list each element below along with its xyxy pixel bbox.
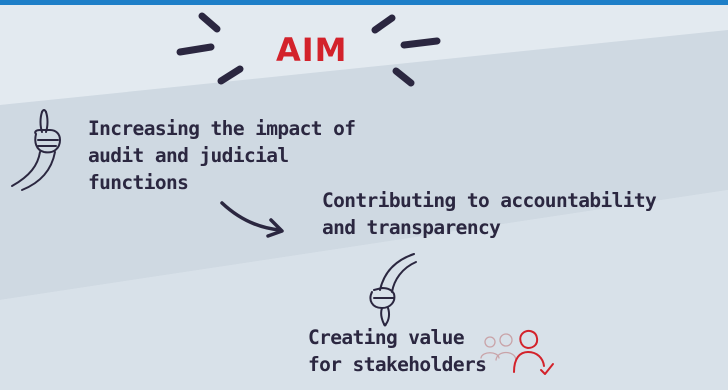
step-1-line-1: Increasing the impact of (88, 117, 356, 140)
step-2-line-2: and transparency (322, 216, 501, 239)
step-2-line-1: Contributing to accountability (322, 189, 657, 212)
step-2-text: Contributing to accountability and trans… (322, 187, 657, 241)
step-3-line-1: Creating value (308, 326, 465, 349)
step-1-text: Increasing the impact of audit and judic… (88, 115, 356, 196)
page-title: AIM (276, 31, 348, 69)
step-1-line-3: functions (88, 171, 189, 194)
step-3-text: Creating value for stakeholders (308, 324, 487, 378)
step-3-line-2: for stakeholders (308, 353, 487, 376)
step-1-line-2: audit and judicial (88, 144, 289, 167)
top-accent-bar (0, 0, 728, 5)
